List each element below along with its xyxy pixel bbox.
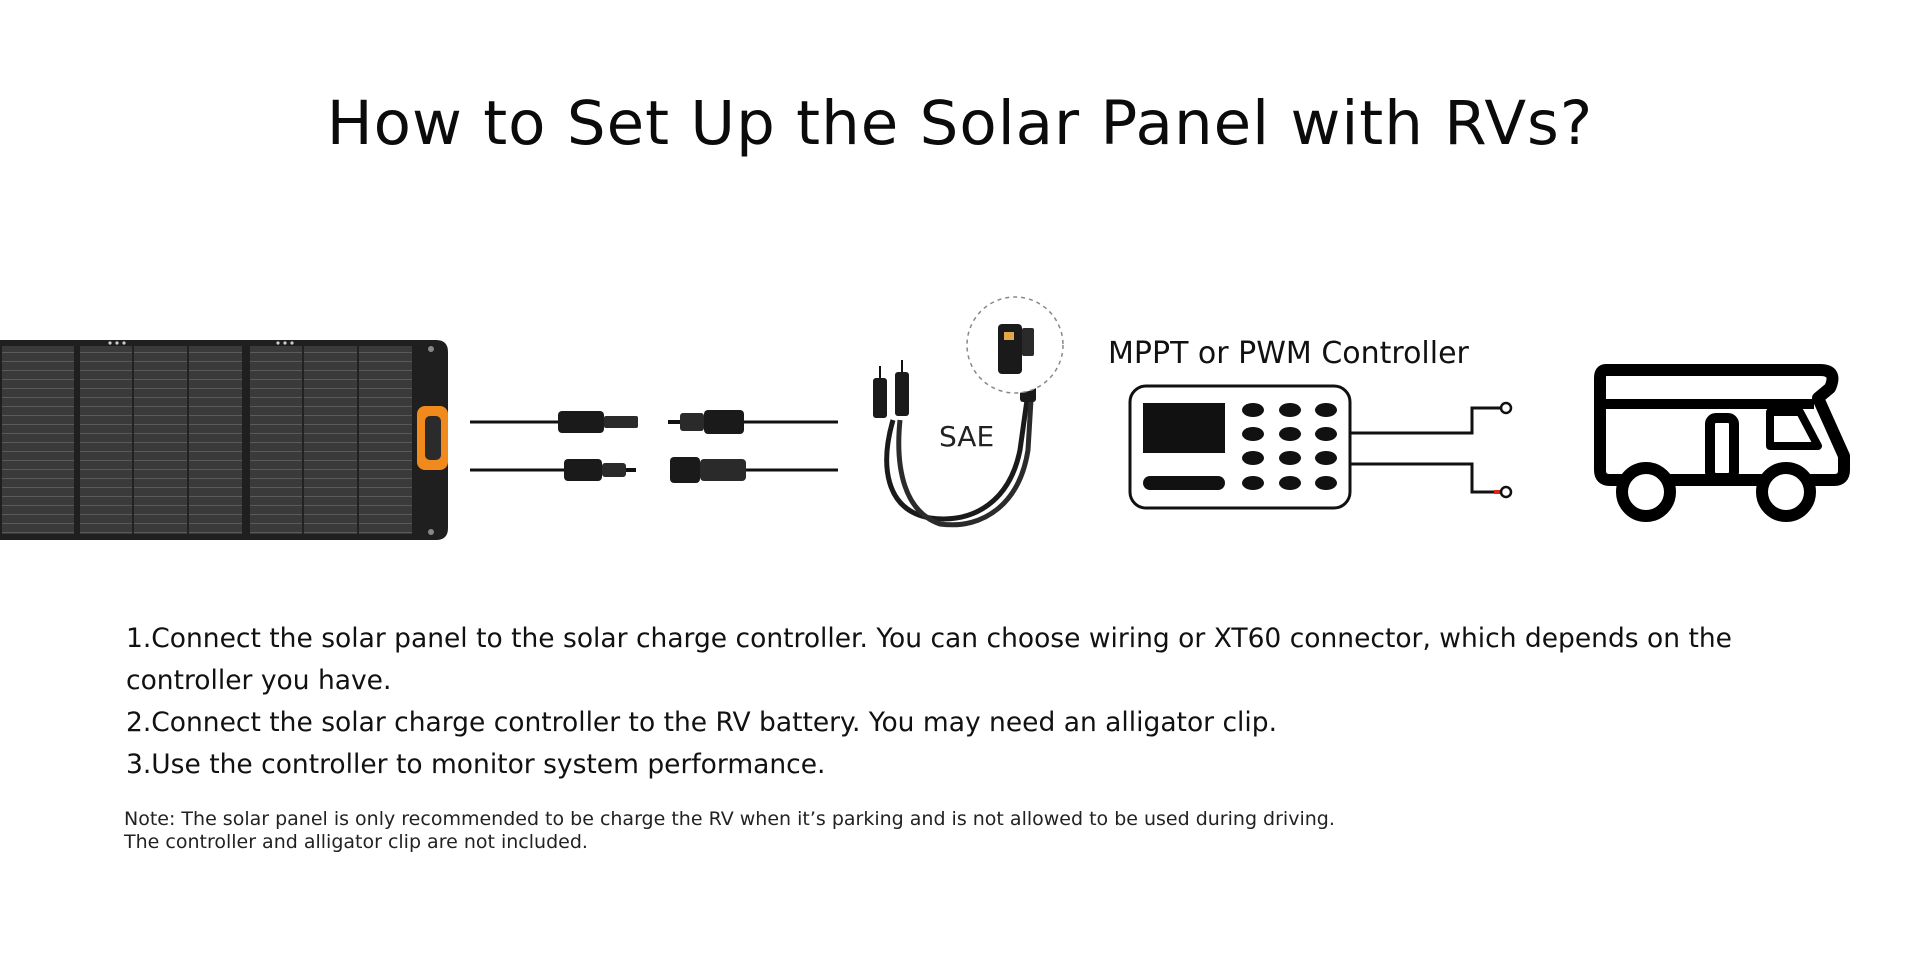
charge-controller-icon bbox=[1128, 384, 1352, 510]
instructions: 1.Connect the solar panel to the solar c… bbox=[126, 618, 1886, 786]
battery-wires-icon bbox=[1350, 401, 1513, 499]
footnote: Note: The solar panel is only recommende… bbox=[124, 808, 1624, 854]
step-1-line-2: controller you have. bbox=[126, 665, 392, 696]
step-3: 3.Use the controller to monitor system p… bbox=[126, 749, 826, 780]
step-1-line-1: 1.Connect the solar panel to the solar c… bbox=[126, 623, 1732, 654]
orange-handle-icon bbox=[417, 406, 448, 470]
controller-label: MPPT or PWM Controller bbox=[1108, 336, 1469, 371]
diagram-svg bbox=[0, 296, 1850, 540]
step-2: 2.Connect the solar charge controller to… bbox=[126, 707, 1278, 738]
setup-diagram: SAE MPPT or PWM Controller bbox=[0, 280, 1920, 570]
page-title: How to Set Up the Solar Panel with RVs? bbox=[326, 88, 1594, 159]
note-line-1: Note: The solar panel is only recommende… bbox=[124, 808, 1335, 830]
rv-icon bbox=[1594, 364, 1850, 522]
sae-cable-icon bbox=[873, 296, 1064, 528]
sae-label: SAE bbox=[939, 420, 995, 453]
solar-panel-icon bbox=[0, 340, 448, 540]
note-line-2: The controller and alligator clip are no… bbox=[124, 831, 588, 853]
mc4-connector-icon bbox=[470, 410, 838, 483]
